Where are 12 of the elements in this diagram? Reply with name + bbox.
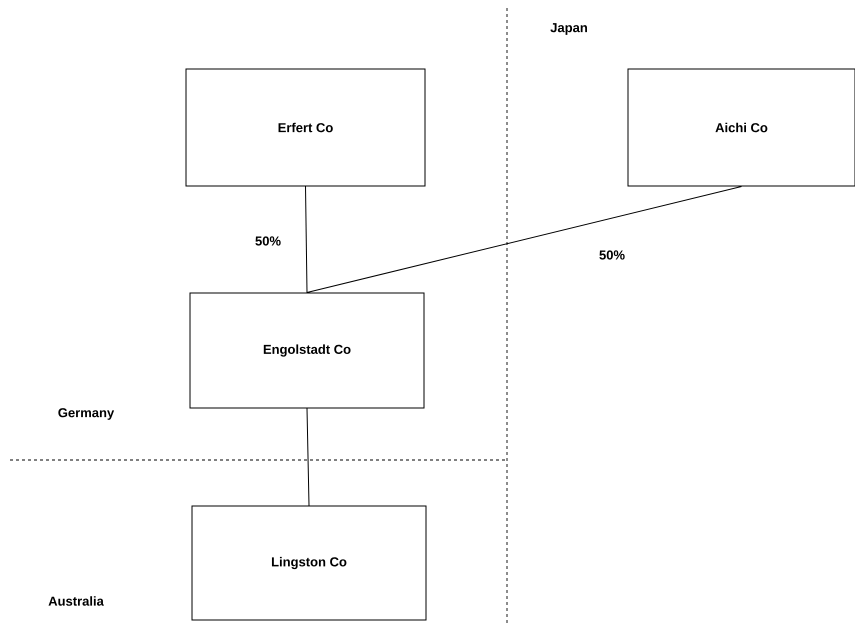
connector-line bbox=[305, 186, 308, 293]
company-box: Engolstadt Co bbox=[190, 292, 424, 408]
region-label: Germany bbox=[58, 408, 114, 420]
region-label: Australia bbox=[48, 596, 104, 606]
edge-label: 50% bbox=[598, 249, 626, 261]
region-label: Japan bbox=[550, 23, 587, 35]
connector-line bbox=[306, 408, 310, 506]
connector-line bbox=[306, 186, 742, 293]
company-box: Aichi Co bbox=[628, 68, 855, 186]
company-box: Lingston Co bbox=[192, 506, 426, 620]
edge-label: 50% bbox=[254, 235, 282, 247]
company-box: Erfert Co bbox=[186, 68, 426, 186]
